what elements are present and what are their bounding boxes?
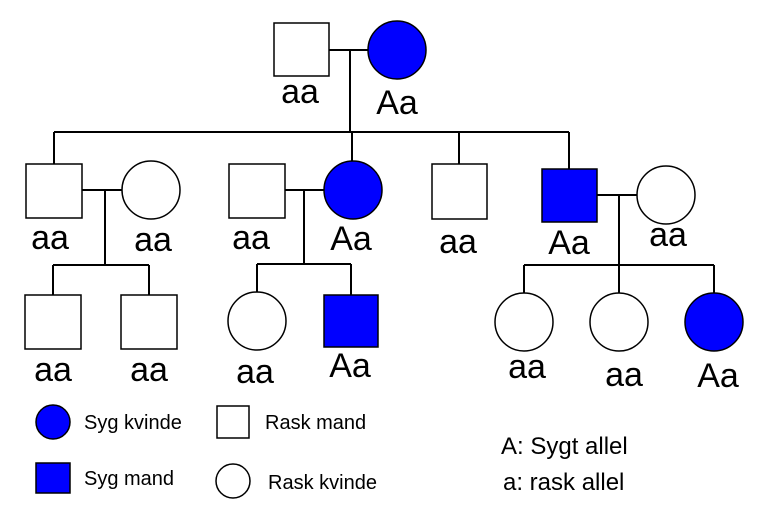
gen2-child3-genotype: aa — [439, 223, 477, 261]
gen3-f1c1-square — [24, 294, 82, 350]
legend-affected-male-symbol — [35, 462, 71, 494]
gen3-f2c2-square — [323, 294, 379, 348]
gen2-spouse1-circle — [121, 160, 181, 220]
legend: Syg kvinde Syg mand Rask mand Rask kvind… — [35, 404, 377, 499]
gen2-spouse4-circle — [636, 165, 696, 225]
gen2-child1-genotype: aa — [31, 219, 69, 257]
allele-key-dominant: A: Sygt allel — [501, 433, 628, 460]
gen2-child2-circle — [323, 160, 383, 220]
gen3-f3c1-circle — [494, 292, 554, 352]
gen3-f1c2-square — [120, 294, 178, 350]
legend-affected-male-label: Syg mand — [84, 468, 174, 490]
gen3-f2c1-genotype: aa — [236, 353, 274, 391]
legend-healthy-male-symbol — [216, 405, 250, 439]
legend-affected-female-symbol — [35, 404, 71, 440]
gen2-spouse2-square — [228, 163, 286, 219]
legend-healthy-female-label: Rask kvinde — [268, 472, 377, 494]
generation-3: aa aa aa Aa aa aa Aa — [24, 291, 744, 395]
gen3-f3c3-circle — [684, 292, 744, 352]
generation-1: aa Aa — [273, 20, 427, 122]
gen2-child2-genotype: Aa — [330, 220, 372, 258]
legend-healthy-male-label: Rask mand — [265, 412, 366, 434]
generation-2: aa aa aa Aa aa Aa aa — [25, 160, 696, 262]
gen1-father-square — [273, 22, 330, 77]
gen2-child4-genotype: Aa — [548, 224, 590, 262]
gen2-child1-square — [25, 163, 83, 219]
gen1-mother-genotype: Aa — [376, 84, 418, 122]
allele-key: A: Sygt allel a: rask allel — [501, 433, 628, 496]
gen3-f3c2-genotype: aa — [605, 356, 643, 394]
gen3-f2c1-circle — [227, 291, 287, 351]
legend-healthy-female-symbol — [215, 463, 251, 499]
gen3-f2c2-genotype: Aa — [329, 347, 371, 385]
gen2-child3-square — [431, 163, 488, 220]
gen2-spouse4-genotype: aa — [649, 216, 687, 254]
gen1-father-genotype: aa — [281, 73, 319, 111]
gen3-f3c2-circle — [589, 292, 649, 352]
gen3-f3c1-genotype: aa — [508, 348, 546, 386]
allele-key-recessive: a: rask allel — [503, 469, 624, 496]
gen3-f1c2-genotype: aa — [130, 351, 168, 389]
gen3-f3c3-genotype: Aa — [697, 357, 739, 395]
gen2-spouse1-genotype: aa — [134, 221, 172, 259]
gen1-mother-circle — [367, 20, 427, 80]
gen3-f1c1-genotype: aa — [34, 351, 72, 389]
legend-affected-female-label: Syg kvinde — [84, 412, 182, 434]
pedigree-lines — [52, 49, 715, 295]
gen2-spouse2-genotype: aa — [232, 219, 270, 257]
gen2-child4-square — [541, 168, 598, 223]
